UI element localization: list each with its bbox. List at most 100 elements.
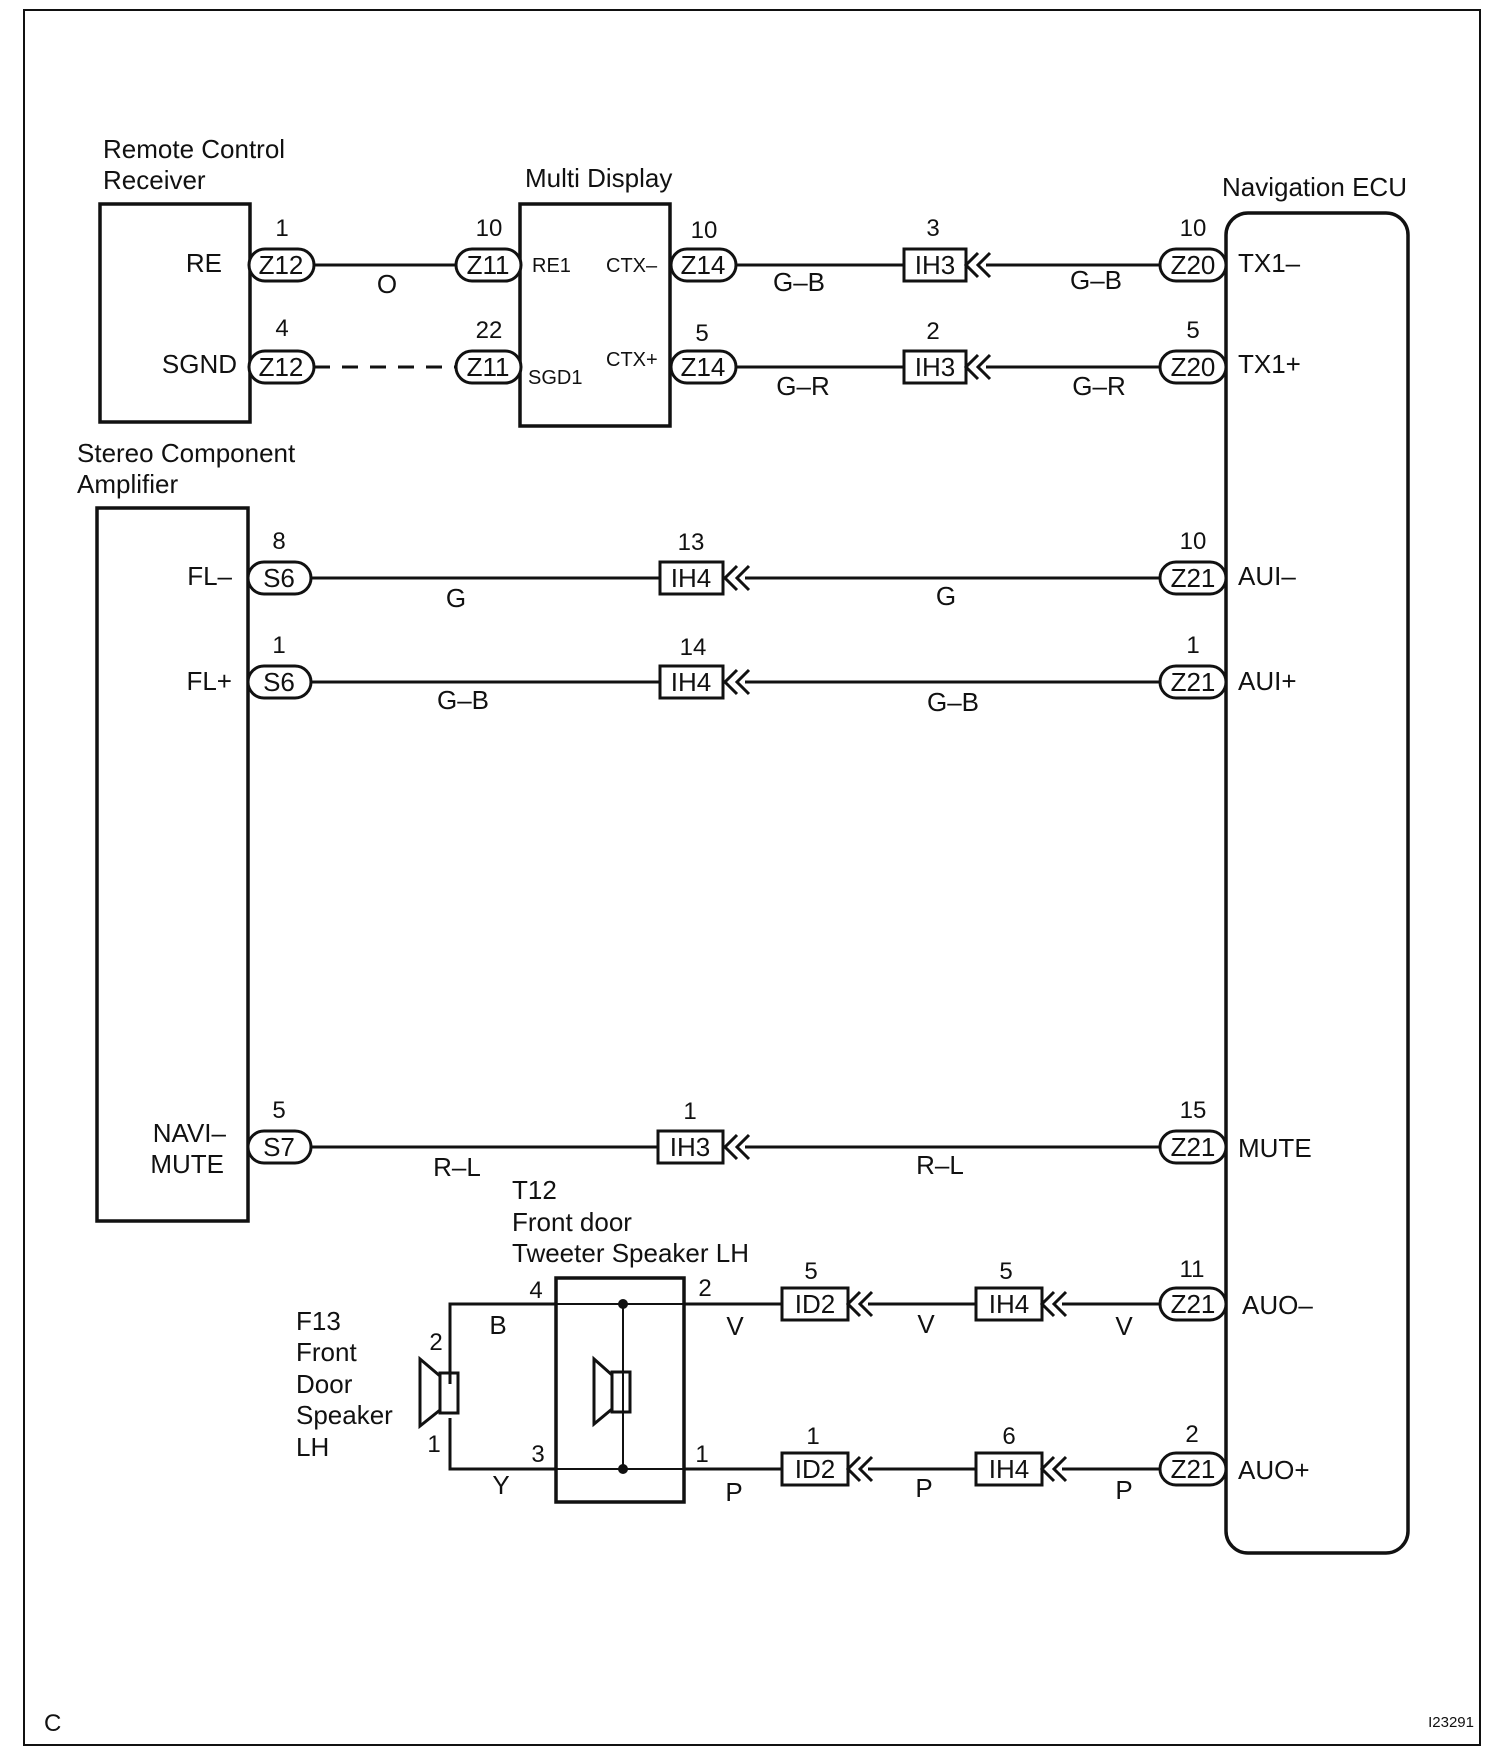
stereo-amplifier-title-1: Stereo Component — [77, 438, 296, 468]
speaker-title-2: Door — [296, 1369, 353, 1399]
connector-z12-re-label: Z12 — [259, 250, 304, 280]
connector-s6-fl-plus-label: S6 — [263, 667, 295, 697]
speaker-title-1: Front — [296, 1337, 357, 1367]
junction-id2-auo-minus: ID2 — [780, 1286, 874, 1322]
junction-ih4-auo-plus: IH4 — [974, 1451, 1068, 1487]
pin-number: 1 — [1186, 632, 1199, 659]
ecu-pin-aui-plus: AUI+ — [1238, 666, 1297, 696]
pin-number: 13 — [678, 529, 705, 556]
navigation-ecu-box — [1224, 211, 1410, 1555]
connector-z21-aui-minus: Z21 — [1158, 560, 1228, 596]
ecu-pin-tx1-plus: TX1+ — [1238, 349, 1301, 379]
junction-id2-auo-plus: ID2 — [780, 1451, 874, 1487]
ecu-pin-auo-plus: AUO+ — [1238, 1455, 1310, 1485]
pin-label-sgd1: SGD1 — [528, 367, 582, 389]
ecu-pin-mute: MUTE — [1238, 1133, 1312, 1163]
remote-receiver-title-2: Receiver — [103, 165, 206, 195]
connector-z21-auo-plus-label: Z21 — [1171, 1454, 1216, 1484]
connector-z20-tx1-plus: Z20 — [1158, 349, 1228, 385]
junction-ih3-tx1-minus: IH3 — [902, 247, 992, 283]
pin-number: 10 — [476, 215, 503, 242]
pin-label-ctx-plus: CTX+ — [606, 349, 658, 371]
connector-z11-re1: Z11 — [454, 247, 523, 283]
junction-ih3-mute-label: IH3 — [670, 1132, 710, 1162]
wire-color-label: G–R — [776, 371, 829, 401]
pin-number: 2 — [698, 1275, 711, 1302]
tweeter-junction-top — [618, 1299, 628, 1309]
junction-id2-auo-plus-label: ID2 — [795, 1454, 835, 1484]
connector-z20-tx1-minus: Z20 — [1158, 247, 1228, 283]
pin-number: 22 — [476, 317, 503, 344]
pin-number: 5 — [695, 320, 708, 347]
connector-z20-tx1-plus-label: Z20 — [1171, 352, 1216, 382]
wire-color-label: Y — [492, 1470, 509, 1500]
footer-section-letter: C — [44, 1710, 61, 1737]
ecu-pin-tx1-minus: TX1– — [1238, 248, 1301, 278]
pin-number: 1 — [695, 1441, 708, 1468]
wire-color-label: G–B — [927, 687, 979, 717]
pin-number: 1 — [427, 1431, 440, 1458]
pin-label-navi: NAVI– — [153, 1118, 227, 1148]
wire-color-label: G — [446, 583, 466, 613]
junction-ih4-aui-minus-label: IH4 — [671, 563, 711, 593]
wire-color-label: P — [1115, 1475, 1132, 1505]
junction-ih3-tx1-minus-label: IH3 — [915, 250, 955, 280]
speaker-title-4: LH — [296, 1432, 329, 1462]
pin-label-sgnd: SGND — [162, 349, 237, 379]
footer-figure-code: I23291 — [1428, 1714, 1474, 1731]
pin-number: 5 — [272, 1097, 285, 1124]
connector-z11-sgd1: Z11 — [454, 349, 523, 385]
junction-ih3-mute: IH3 — [656, 1129, 751, 1165]
pin-label-fl-minus: FL– — [187, 561, 232, 591]
pin-number: 6 — [1002, 1423, 1015, 1450]
pin-number: 1 — [806, 1423, 819, 1450]
connector-z14-ctx-plus: Z14 — [669, 349, 738, 385]
pin-number: 4 — [275, 315, 288, 342]
wire-color-label: G–B — [1070, 265, 1122, 295]
connector-s6-fl-minus: S6 — [246, 560, 313, 596]
stereo-amplifier-title-2: Amplifier — [77, 469, 178, 499]
pin-number: 5 — [999, 1258, 1012, 1285]
pin-number: 10 — [1180, 528, 1207, 555]
connector-z21-aui-plus: Z21 — [1158, 664, 1228, 700]
ecu-pin-auo-minus: AUO– — [1242, 1290, 1313, 1320]
wire-color-label: P — [725, 1477, 742, 1507]
pin-number: 2 — [926, 318, 939, 345]
wire-color-label: R–L — [433, 1152, 481, 1182]
pin-label-mute-amp: MUTE — [150, 1149, 224, 1179]
junction-ih4-aui-plus: IH4 — [658, 664, 751, 700]
wire-color-label: G–R — [1072, 371, 1125, 401]
connector-z21-mute-label: Z21 — [1171, 1132, 1216, 1162]
ecu-pin-aui-minus: AUI– — [1238, 561, 1296, 591]
navigation-ecu-title: Navigation ECU — [1222, 172, 1407, 202]
wire-color-label: V — [1115, 1311, 1133, 1341]
pin-number: 10 — [691, 217, 718, 244]
wire-color-label: B — [489, 1310, 506, 1340]
junction-ih4-auo-minus-label: IH4 — [989, 1289, 1029, 1319]
pin-number: 1 — [275, 215, 288, 242]
tweeter-junction-bottom — [618, 1464, 628, 1474]
pin-label-re1: RE1 — [532, 255, 571, 277]
wire-color-label: R–L — [916, 1150, 964, 1180]
junction-ih4-auo-minus: IH4 — [974, 1286, 1068, 1322]
pin-number: 14 — [680, 634, 707, 661]
remote-control-receiver-box — [98, 202, 252, 424]
connector-z21-aui-plus-label: Z21 — [1171, 667, 1216, 697]
connector-z21-aui-minus-label: Z21 — [1171, 563, 1216, 593]
junction-ih4-aui-plus-label: IH4 — [671, 667, 711, 697]
tweeter-speaker-icon — [592, 1355, 632, 1428]
diagram-frame — [23, 9, 1481, 1746]
wire-color-label: P — [915, 1473, 932, 1503]
wire-color-label: V — [726, 1311, 744, 1341]
junction-id2-auo-minus-label: ID2 — [795, 1289, 835, 1319]
connector-z14-ctx-plus-label: Z14 — [681, 352, 726, 382]
connector-z14-ctx-minus: Z14 — [669, 247, 738, 283]
pin-label-ctx-minus: CTX– — [606, 255, 658, 277]
connector-z14-ctx-minus-label: Z14 — [681, 250, 726, 280]
tweeter-title-2: Tweeter Speaker LH — [512, 1238, 749, 1268]
wire-color-label: G–B — [773, 267, 825, 297]
pin-number: 11 — [1180, 1256, 1205, 1283]
pin-number: 8 — [272, 528, 285, 555]
pin-number: 15 — [1180, 1097, 1207, 1124]
connector-z11-sgd1-label: Z11 — [467, 352, 510, 382]
